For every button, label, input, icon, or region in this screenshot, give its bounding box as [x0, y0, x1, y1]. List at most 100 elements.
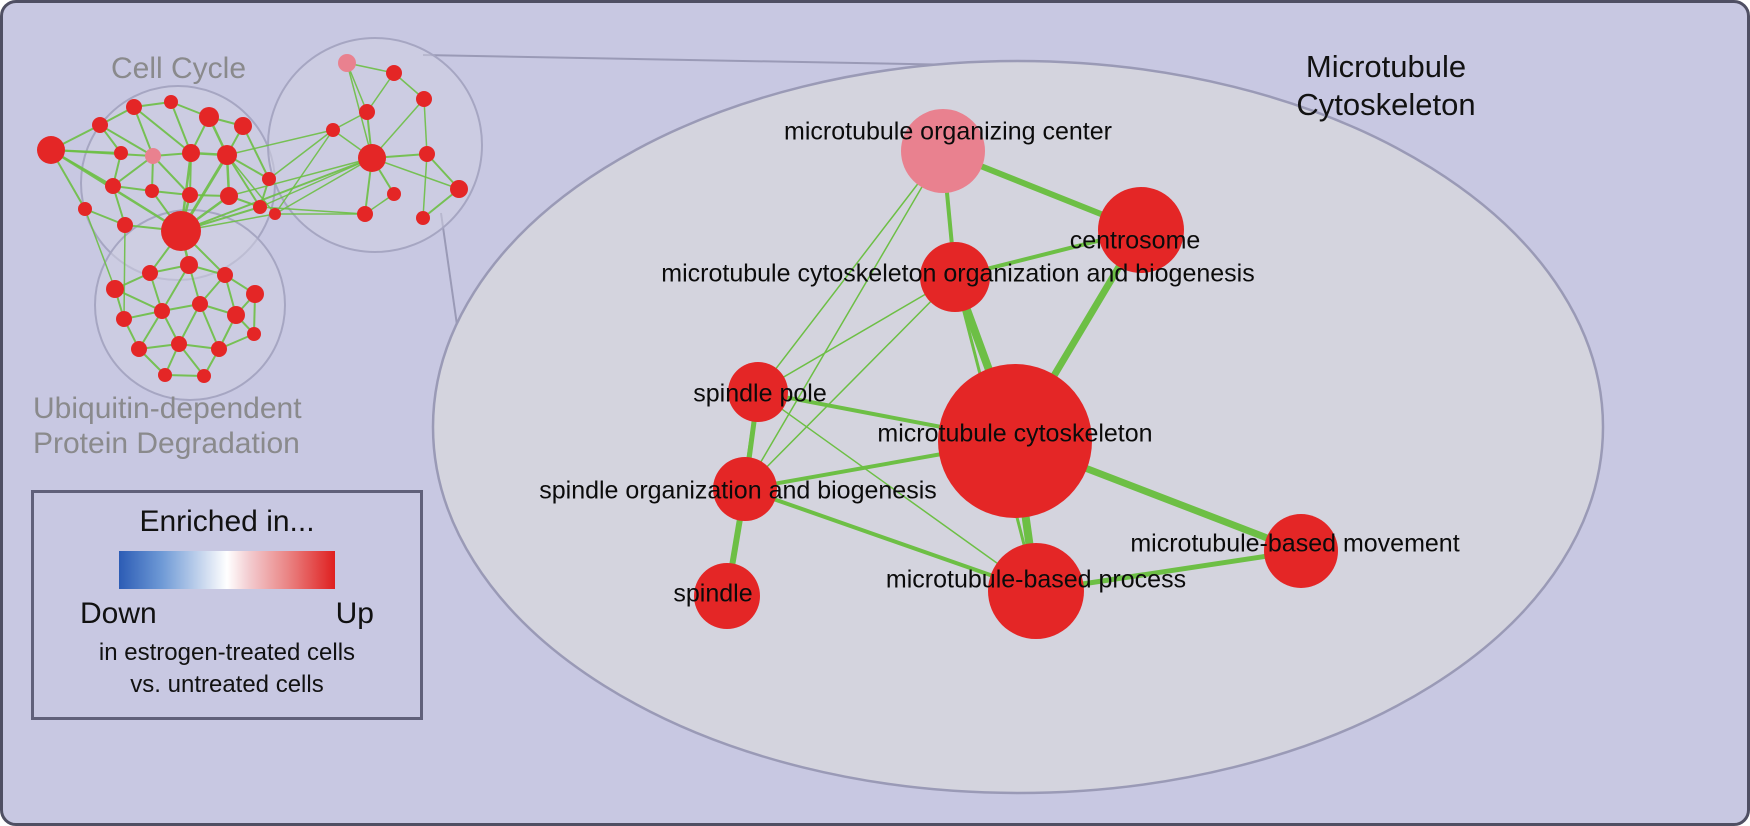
overview-node-20[interactable] [386, 65, 402, 81]
node-spindle-pole[interactable] [728, 362, 788, 422]
overview-node-28[interactable] [357, 206, 373, 222]
overview-edge [274, 129, 334, 215]
edge-microtubule-organizing-center--spindle-pole [757, 150, 944, 393]
overview-edge [268, 129, 334, 180]
overview-node-15[interactable] [117, 217, 133, 233]
node-microtubule-based-movement[interactable] [1264, 514, 1338, 588]
overview-node-36[interactable] [116, 311, 132, 327]
overview-node-9[interactable] [217, 145, 237, 165]
overview-node-42[interactable] [211, 341, 227, 357]
overview-network [37, 37, 483, 401]
overview-node-6[interactable] [262, 172, 276, 186]
overview-node-37[interactable] [154, 303, 170, 319]
overview-node-21[interactable] [416, 91, 432, 107]
overview-node-19[interactable] [338, 54, 356, 72]
overview-node-1[interactable] [92, 117, 108, 133]
overview-node-18[interactable] [114, 146, 128, 160]
overview-edge [242, 125, 270, 180]
overview-edge [226, 129, 334, 156]
overview-edge [112, 155, 154, 187]
overview-edge [99, 124, 154, 157]
legend-caption-line1: in estrogen-treated cells [98, 639, 356, 666]
cluster-label-microtubule-cytoskeleton: Microtubule Cytoskeleton [1286, 48, 1486, 124]
overview-node-7[interactable] [145, 148, 161, 164]
overview-node-33[interactable] [180, 256, 198, 274]
legend-down-label: Down [80, 597, 157, 630]
overview-node-40[interactable] [131, 341, 147, 357]
cluster-label-ubiquitin: Ubiquitin-dependent Protein Degradation [33, 391, 302, 462]
overview-node-12[interactable] [182, 187, 198, 203]
legend-up-label: Up [335, 597, 374, 630]
enrichment-color-gradient [119, 551, 335, 589]
overview-node-39[interactable] [227, 306, 245, 324]
overview-node-24[interactable] [358, 144, 386, 172]
overview-edge [199, 303, 220, 350]
network-canvas [37, 37, 1605, 795]
overview-edge [180, 157, 373, 232]
overview-node-8[interactable] [182, 144, 200, 162]
overview-node-23[interactable] [326, 123, 340, 137]
cluster-label-cell-cycle: Cell Cycle [111, 52, 247, 85]
overview-node-26[interactable] [450, 180, 468, 198]
cluster-label-microtubule-line2: Cytoskeleton [1296, 86, 1476, 122]
overview-node-41[interactable] [171, 336, 187, 352]
node-microtubule-cytoskeleton-organization-and-biogenesis[interactable] [920, 242, 990, 312]
overview-edge [226, 154, 261, 208]
overview-edge [259, 206, 366, 215]
overview-node-13[interactable] [220, 187, 238, 205]
cluster-label-ubiquitin-line1: Ubiquitin-dependent [33, 392, 302, 425]
edge-microtubule-organizing-center--spindle-organization-and-biogenesis [744, 150, 944, 490]
overview-node-0[interactable] [37, 136, 65, 164]
overview-node-25[interactable] [419, 146, 435, 162]
overview-node-14[interactable] [78, 202, 92, 216]
edge-microtubule-cytoskeleton-organization-and-biogenesis--spindle-pole [757, 276, 956, 393]
overview-node-17[interactable] [161, 211, 201, 251]
legend-title: Enriched in... [139, 505, 315, 538]
zoom-callout-line [422, 54, 962, 66]
overview-node-32[interactable] [142, 265, 158, 281]
overview-node-27[interactable] [387, 187, 401, 201]
overview-node-3[interactable] [164, 95, 178, 109]
overview-edge [371, 157, 460, 190]
overview-node-44[interactable] [158, 368, 172, 382]
overview-edge [133, 106, 192, 154]
overview-edge [274, 157, 373, 215]
node-microtubule-cytoskeleton[interactable] [938, 364, 1092, 518]
overview-node-38[interactable] [192, 296, 208, 312]
node-microtubule-organizing-center[interactable] [901, 109, 985, 193]
node-spindle-organization-and-biogenesis[interactable] [713, 457, 777, 521]
overview-node-30[interactable] [269, 208, 281, 220]
overview-node-45[interactable] [197, 369, 211, 383]
overview-node-43[interactable] [247, 327, 261, 341]
overview-node-22[interactable] [359, 104, 375, 120]
node-spindle[interactable] [694, 563, 760, 629]
edge-spindle-organization-and-biogenesis--microtubule-based-process [743, 487, 1038, 593]
edge-spindle-pole--microtubule-based-process [757, 391, 1037, 592]
overview-edge [123, 224, 126, 320]
overview-node-4[interactable] [199, 107, 219, 127]
edge-microtubule-cytoskeleton-organization-and-biogenesis--spindle-organization-and-biogenesis [744, 276, 956, 490]
cluster-label-microtubule-line1: Microtubule [1305, 49, 1467, 84]
overview-node-2[interactable] [126, 99, 142, 115]
overview-node-31[interactable] [106, 280, 124, 298]
overview-edge [226, 154, 276, 215]
overview-node-5[interactable] [234, 117, 252, 135]
overview-edge [423, 98, 428, 155]
overview-edge [170, 101, 192, 154]
magnified-network [694, 109, 1338, 639]
legend-box: Enriched in... Down Up in estrogen-treat… [31, 490, 423, 720]
overview-node-29[interactable] [416, 211, 430, 225]
overview-edge [152, 155, 191, 196]
overview-node-11[interactable] [145, 184, 159, 198]
node-microtubule-based-process[interactable] [988, 543, 1084, 639]
overview-edge [84, 208, 116, 290]
node-centrosome[interactable] [1098, 187, 1184, 273]
overview-edge [133, 106, 154, 157]
cluster-label-ubiquitin-line2: Protein Degradation [33, 427, 300, 461]
overview-node-34[interactable] [217, 267, 233, 283]
overview-node-16[interactable] [253, 200, 267, 214]
overview-edge [422, 153, 428, 219]
overview-node-35[interactable] [246, 285, 264, 303]
overview-node-10[interactable] [105, 178, 121, 194]
